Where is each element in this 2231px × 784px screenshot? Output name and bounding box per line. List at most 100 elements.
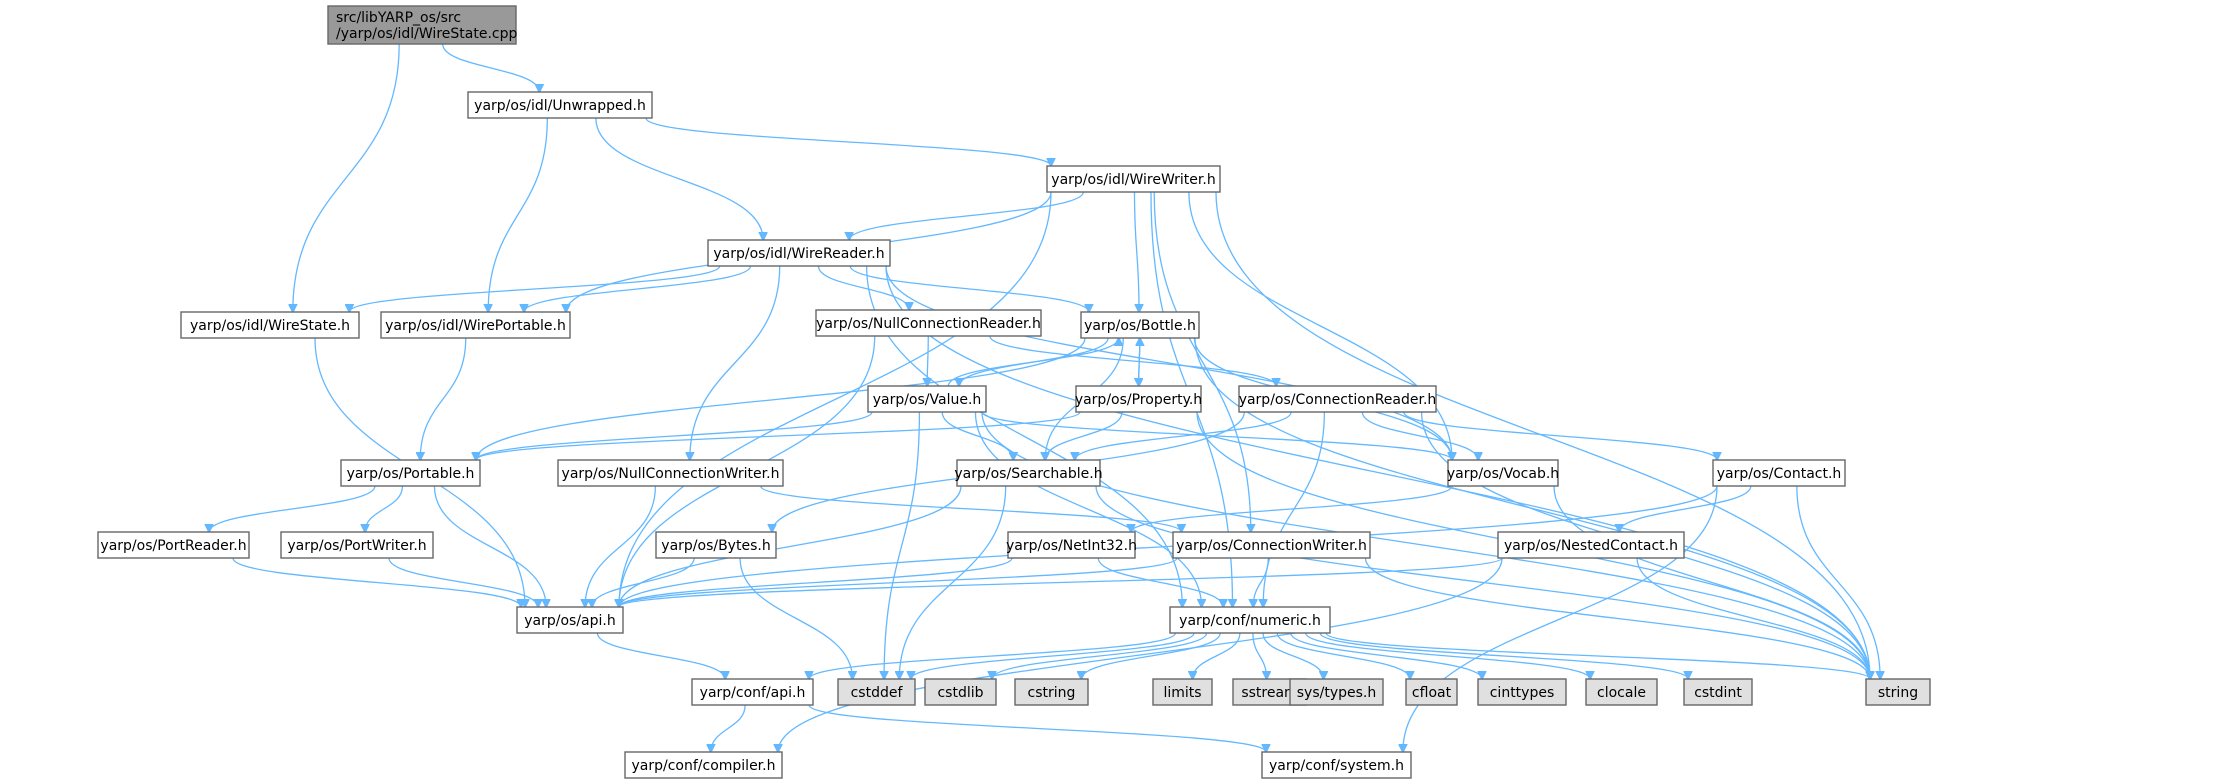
edge-vocab-to-netint32 — [1131, 485, 1453, 532]
node-box — [97, 531, 250, 559]
edge-portable-to-portwriter — [365, 485, 404, 532]
graph-node-unwrapped[interactable]: yarp/os/idl/Unwrapped.h — [467, 91, 653, 119]
node-box — [1075, 385, 1202, 413]
edge-numeric-to-cstdint — [1319, 632, 1688, 679]
edge-wirewriter-to-bottle — [1133, 191, 1139, 312]
node-box — [1007, 531, 1136, 559]
graph-node-nestedcontact[interactable]: yarp/os/NestedContact.h — [1497, 531, 1685, 559]
node-label: sstream — [1241, 685, 1297, 701]
graph-node-confapi[interactable]: yarp/conf/api.h — [691, 678, 814, 706]
node-box — [467, 91, 653, 119]
node-box — [956, 459, 1101, 487]
node-label: yarp/os/ConnectionReader.h — [1239, 392, 1437, 408]
edge-contact-to-system — [1403, 485, 1718, 752]
node-label: yarp/os/PortWriter.h — [287, 538, 426, 554]
node-box — [1585, 678, 1658, 706]
edge-bytes-to-cstddef — [739, 557, 852, 679]
graph-node-value[interactable]: yarp/os/Value.h — [867, 385, 987, 413]
edge-wirewriter-to-vocab — [1188, 191, 1452, 460]
graph-node-portable[interactable]: yarp/os/Portable.h — [340, 459, 481, 487]
edge-layer — [209, 43, 1880, 752]
graph-node-bottle[interactable]: yarp/os/Bottle.h — [1080, 311, 1200, 339]
edge-numeric-to-cinttypes — [1290, 632, 1482, 679]
edge-numeric-to-clocale — [1305, 632, 1590, 679]
edge-portreader-to-osapi — [232, 557, 521, 607]
edge-connreader-to-searchable — [1075, 411, 1292, 460]
edge-connreader-to-vocab — [1361, 411, 1478, 460]
graph-node-contact[interactable]: yarp/os/Contact.h — [1712, 459, 1846, 487]
node-label: yarp/conf/system.h — [1269, 758, 1404, 774]
edge-wireportable-to-portable — [420, 337, 467, 460]
graph-node-nullconnreader[interactable]: yarp/os/NullConnectionReader.h — [815, 309, 1042, 337]
edge-nestedcontact-to-string — [1636, 557, 1870, 679]
graph-node-property[interactable]: yarp/os/Property.h — [1075, 385, 1202, 413]
node-label: yarp/conf/api.h — [700, 685, 806, 701]
graph-node-vocab[interactable]: yarp/os/Vocab.h — [1447, 459, 1559, 487]
edge-wirereader-to-vocab — [885, 265, 1452, 460]
node-label: yarp/os/idl/Unwrapped.h — [474, 98, 646, 114]
graph-node-wirestate[interactable]: yarp/os/idl/WireState.h — [180, 311, 360, 339]
graph-node-wirereader[interactable]: yarp/os/idl/WireReader.h — [707, 239, 891, 267]
node-box — [1405, 678, 1458, 706]
node-box — [1169, 606, 1331, 634]
node-label: cstdlib — [937, 685, 983, 701]
edge-contact-to-string — [1796, 485, 1880, 679]
edge-numeric-to-string — [1325, 632, 1870, 679]
edge-numeric-to-cstddef — [911, 632, 1195, 679]
node-label: yarp/os/NullConnectionReader.h — [816, 316, 1041, 332]
graph-node-netint32[interactable]: yarp/os/NetInt32.h — [1006, 531, 1137, 559]
edge-netint32-to-numeric — [1097, 557, 1223, 607]
edge-wirewriter-to-wirereader — [849, 191, 1084, 240]
graph-node-system[interactable]: yarp/conf/system.h — [1261, 751, 1412, 779]
edge-netint32-to-osapi — [619, 557, 1013, 607]
edge-value-to-cstddef — [884, 411, 921, 679]
graph-node-root[interactable]: src/libYARP_os/src/yarp/os/idl/WireState… — [327, 5, 517, 45]
graph-node-compiler[interactable]: yarp/conf/compiler.h — [624, 751, 783, 779]
graph-node-wireportable[interactable]: yarp/os/idl/WirePortable.h — [380, 311, 571, 339]
edge-numeric-to-confapi — [809, 632, 1177, 679]
graph-node-portwriter[interactable]: yarp/os/PortWriter.h — [280, 531, 434, 559]
node-box — [867, 385, 987, 413]
edge-wirereader-to-wireportable — [524, 265, 752, 312]
edge-contact-to-nestedcontact — [1619, 485, 1752, 532]
graph-node-connreader[interactable]: yarp/os/ConnectionReader.h — [1238, 385, 1437, 413]
graph-node-cinttypes: cinttypes — [1477, 678, 1567, 706]
node-label: cfloat — [1412, 685, 1452, 701]
node-label: cstddef — [851, 685, 904, 701]
graph-node-bytes[interactable]: yarp/os/Bytes.h — [655, 531, 777, 559]
node-box — [1238, 385, 1437, 413]
node-label: cinttypes — [1490, 685, 1555, 701]
graph-node-cstdint: cstdint — [1683, 678, 1753, 706]
graph-node-numeric[interactable]: yarp/conf/numeric.h — [1169, 606, 1331, 634]
graph-node-connwriter[interactable]: yarp/os/ConnectionWriter.h — [1172, 531, 1371, 559]
graph-node-osapi[interactable]: yarp/os/api.h — [516, 606, 624, 634]
edge-property-to-bottle — [1139, 338, 1140, 387]
edge-nullconnwriter-to-connwriter — [760, 485, 1182, 532]
node-label: yarp/os/NetInt32.h — [1006, 538, 1137, 554]
graph-node-cstring: cstring — [1014, 678, 1089, 706]
node-box — [707, 239, 891, 267]
graph-node-nullconnwriter[interactable]: yarp/os/NullConnectionWriter.h — [557, 459, 784, 487]
node-box — [1477, 678, 1567, 706]
node-box — [1865, 678, 1931, 706]
node-label: yarp/os/NullConnectionWriter.h — [562, 466, 780, 482]
node-label: yarp/os/PortReader.h — [100, 538, 246, 554]
graph-node-string: string — [1865, 678, 1931, 706]
graph-node-portreader[interactable]: yarp/os/PortReader.h — [97, 531, 250, 559]
node-label: cstdint — [1694, 685, 1742, 701]
edge-value-to-searchable — [941, 411, 1013, 460]
node-label: yarp/os/Bottle.h — [1084, 318, 1196, 334]
edge-unwrapped-to-wirewriter — [645, 117, 1051, 166]
node-box — [1497, 531, 1685, 559]
graph-node-searchable[interactable]: yarp/os/Searchable.h — [954, 459, 1103, 487]
node-label: yarp/conf/numeric.h — [1179, 613, 1321, 629]
edge-wirewriter-to-connwriter — [1153, 191, 1251, 532]
node-label: yarp/os/Portable.h — [347, 466, 475, 482]
node-box — [1014, 678, 1089, 706]
node-box — [1046, 165, 1221, 193]
node-label: sys/types.h — [1297, 685, 1376, 701]
edge-connwriter-to-osapi — [619, 557, 1178, 607]
graph-node-cstdlib: cstdlib — [924, 678, 997, 706]
graph-node-wirewriter[interactable]: yarp/os/idl/WireWriter.h — [1046, 165, 1221, 193]
